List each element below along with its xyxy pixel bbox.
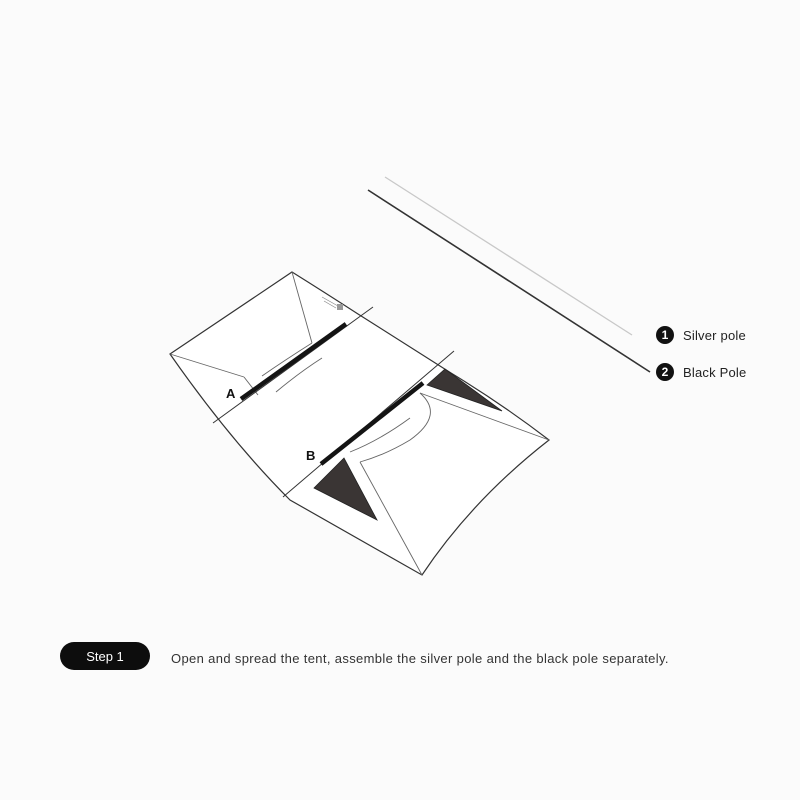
black-pole xyxy=(367,189,651,373)
step-badge: Step 1 xyxy=(60,642,150,670)
legend-number-2: 2 xyxy=(656,363,674,381)
tent-inner-lines xyxy=(169,271,550,576)
legend-silver-pole: 1 Silver pole xyxy=(656,326,746,344)
pole-b-sleeve xyxy=(319,381,425,466)
tent-tag xyxy=(321,296,343,310)
pole-b-label: B xyxy=(306,448,315,463)
legend-label-black-pole: Black Pole xyxy=(683,364,747,380)
legend-label-silver-pole: Silver pole xyxy=(683,327,746,343)
corner-triangle-right xyxy=(426,368,503,412)
tent-outline xyxy=(169,271,550,576)
silver-pole xyxy=(384,176,633,336)
pole-a-sleeve xyxy=(239,322,348,401)
pole-a-label: A xyxy=(226,386,236,401)
legend-black-pole: 2 Black Pole xyxy=(656,363,746,381)
corner-triangle-left xyxy=(313,457,378,521)
legend-number-1: 1 xyxy=(656,326,674,344)
step-description: Open and spread the tent, assemble the s… xyxy=(171,651,669,666)
